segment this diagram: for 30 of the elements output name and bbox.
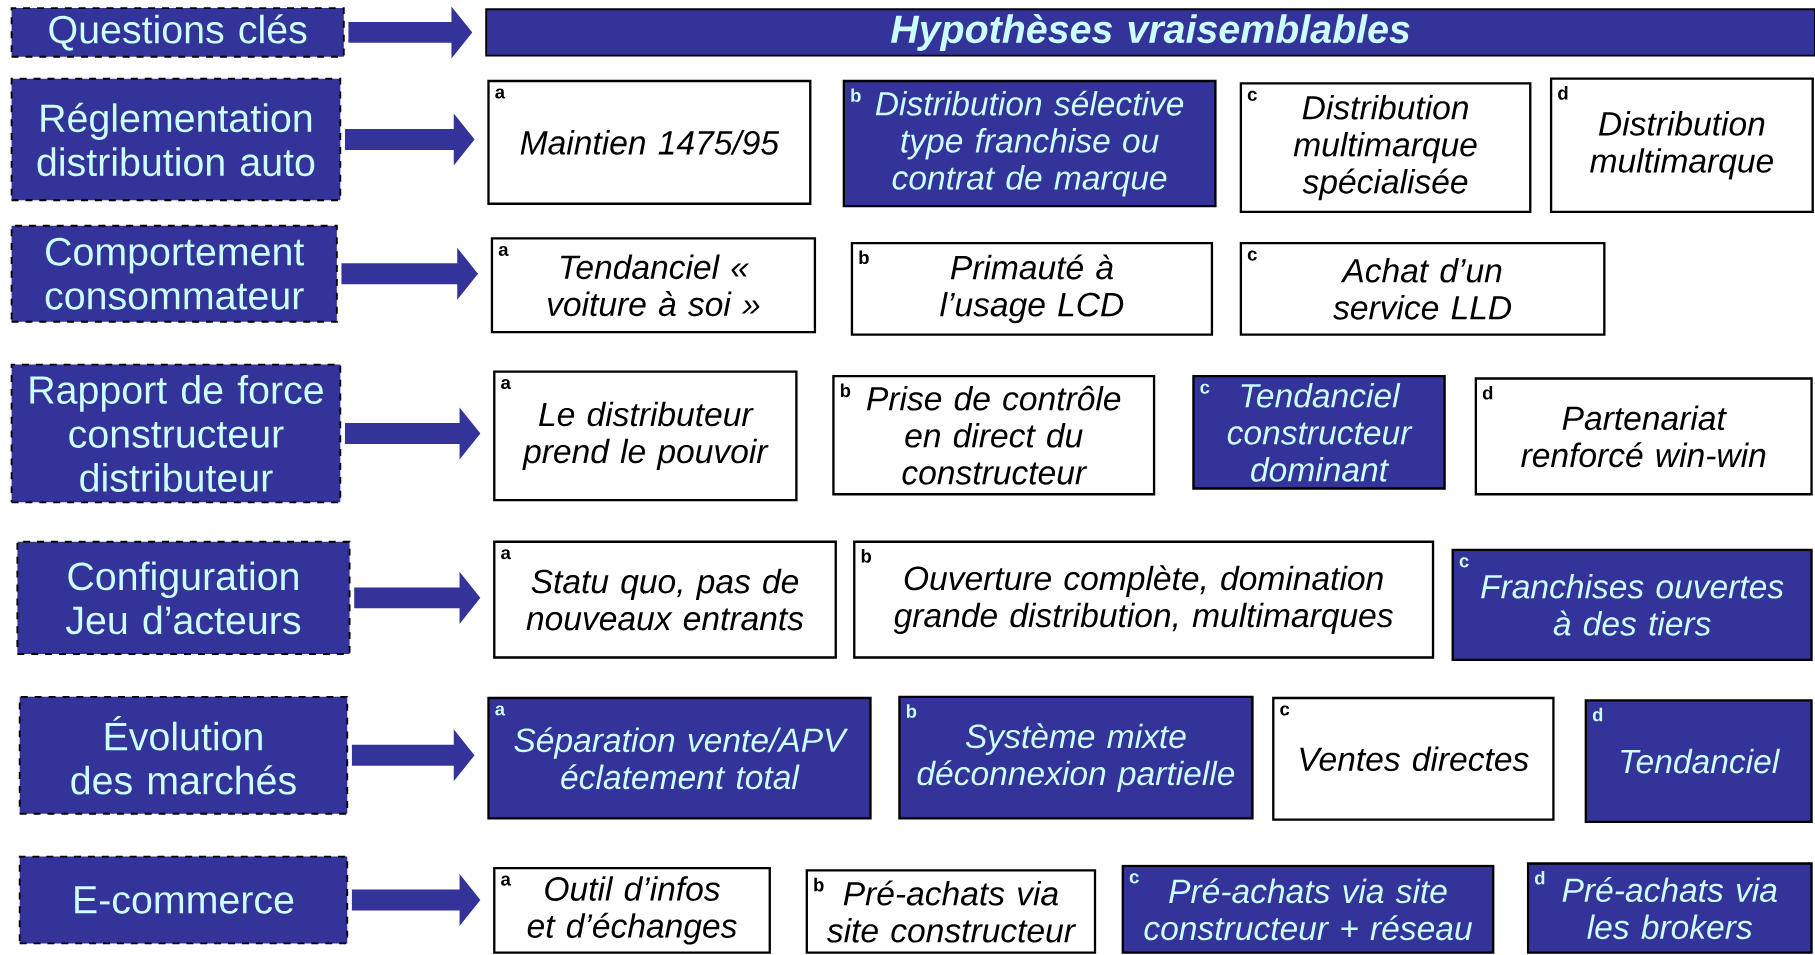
- hypothesis-box: Primauté à l’usage LCD b: [850, 241, 1214, 336]
- question-box: Évolution des marchés: [18, 695, 349, 815]
- hypothesis-box: Statu quo, pas de nouveaux entrants a: [493, 540, 837, 659]
- hypothesis-box: Pré-achats via site constructeur b: [805, 869, 1097, 954]
- hypothesis-box: Outil d’infos et d’échanges a: [493, 867, 771, 954]
- question-box: Comportement consommateur: [10, 224, 338, 323]
- hypothesis-box: Tendanciel constructeur dominant c: [1192, 375, 1446, 490]
- hypothesis-box: Distribution multimarque spécialisée c: [1239, 82, 1532, 213]
- question-box: Configuration Jeu d’acteurs: [16, 540, 351, 655]
- question-box: Questions clés: [10, 7, 345, 58]
- hypothesis-box: Maintien 1475/95 a: [487, 79, 812, 205]
- hypothesis-box: Pré-achats via site constructeur + réseau c: [1121, 864, 1495, 954]
- question-box: E-commerce: [18, 855, 349, 945]
- hypothesis-box: Distribution multimarque d: [1549, 77, 1814, 213]
- hypothesis-box: Tendanciel d: [1584, 699, 1813, 824]
- header-banner: Hypothèses vraisemblables: [485, 8, 1815, 57]
- hypothesis-box: Distribution sélective type franchise ou contrat de marque b: [842, 79, 1217, 208]
- hypothesis-box: Séparation vente/APV éclatement total a: [487, 696, 872, 820]
- hypothesis-box: Pré-achats via les brokers d: [1526, 862, 1813, 954]
- hypothesis-box: Prise de contrôle en direct du constructeur b: [832, 375, 1156, 496]
- hypothesis-box: Partenariat renforcé win-win d: [1474, 377, 1813, 496]
- hypothesis-box: Système mixte déconnexion partielle b: [898, 695, 1254, 820]
- question-box: Réglementation distribution auto: [10, 77, 342, 202]
- hypothesis-box: Ouverture complète, domination grande distribution, multimarques b: [853, 540, 1435, 659]
- hypothesis-box: Achat d’un service LLD c: [1239, 241, 1606, 336]
- hypothesis-box: Tendanciel « voiture à soi » a: [490, 237, 817, 334]
- hypothesis-box: Ventes directes c: [1272, 696, 1555, 821]
- hypothesis-box: Franchises ouvertes à des tiers c: [1451, 548, 1813, 661]
- question-box: Rapport de force constructeur distributeur: [10, 363, 342, 504]
- hypothesis-box: Le distributeur prend le pouvoir a: [493, 370, 798, 502]
